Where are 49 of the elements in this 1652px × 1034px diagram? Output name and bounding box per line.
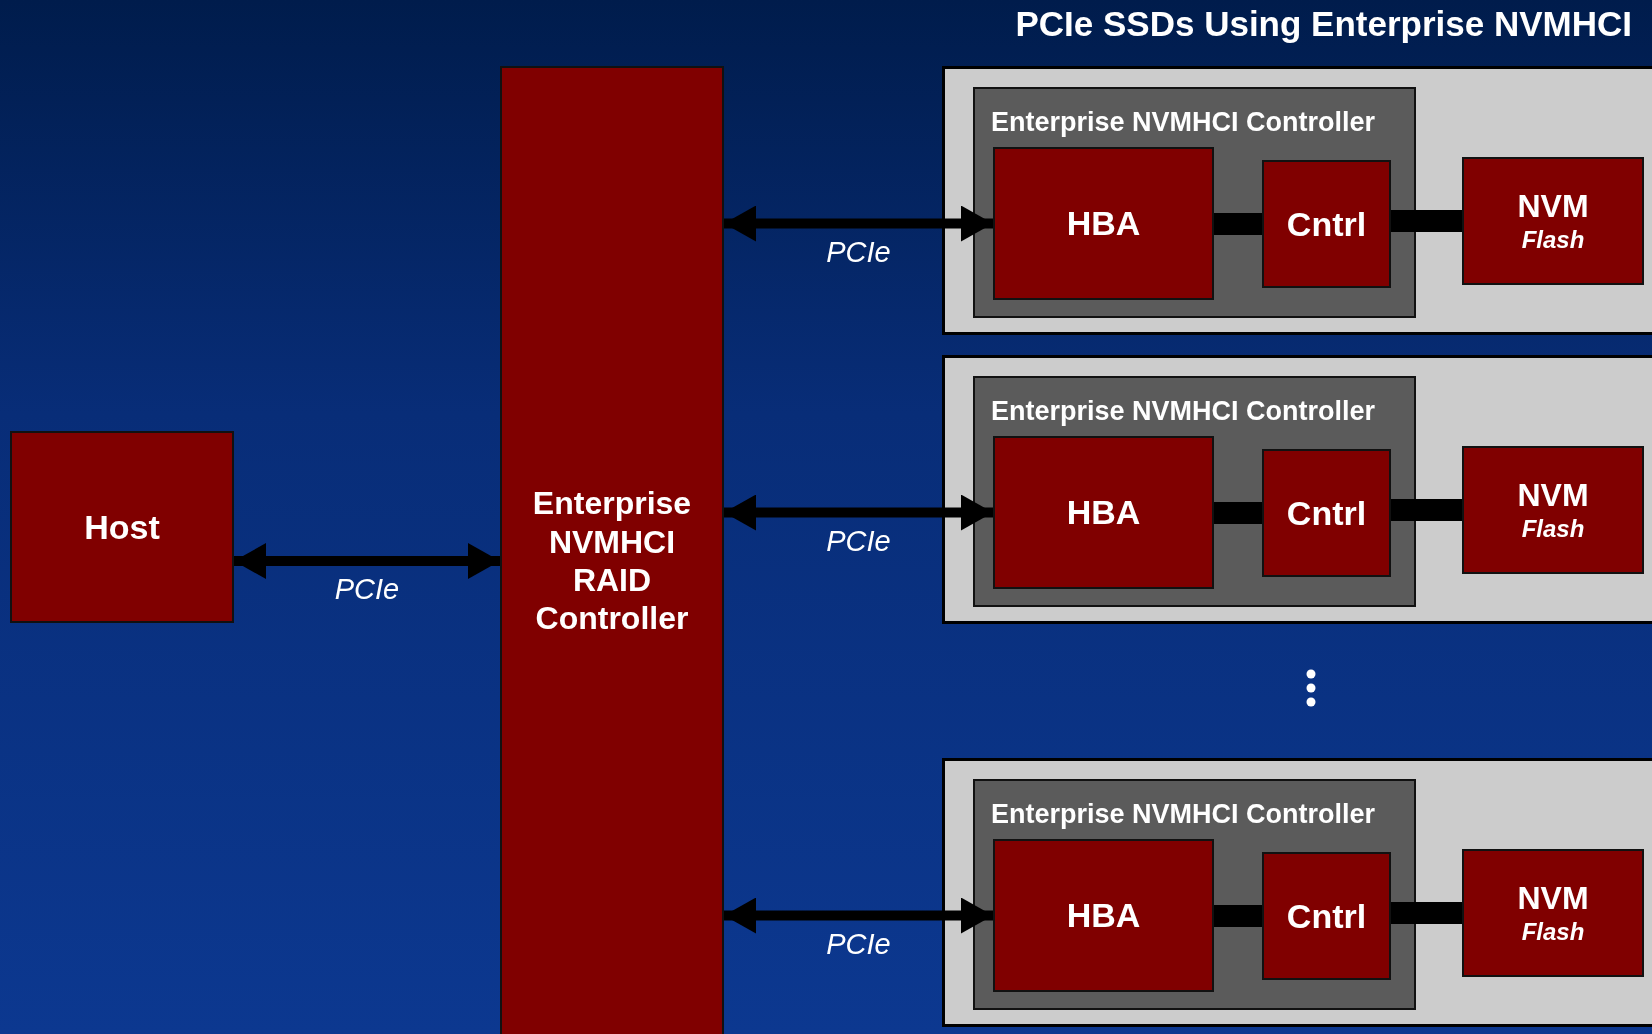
- box-sublabel: Flash: [1520, 225, 1586, 255]
- component-box: [1262, 160, 1391, 288]
- edge-label: PCIe: [826, 235, 891, 269]
- box-label: Host: [83, 506, 161, 548]
- component-box: [1262, 449, 1391, 577]
- box-sublabel: Flash: [1520, 514, 1586, 544]
- box-label: HBA: [1065, 203, 1142, 244]
- double-arrow: [234, 543, 500, 579]
- bus-connector: [1391, 210, 1462, 232]
- panel-heading: Enterprise NVMHCI Controller: [991, 396, 1376, 427]
- box-label: NVM: [1516, 476, 1590, 515]
- component-box: [993, 436, 1214, 589]
- component-box: [1462, 849, 1644, 977]
- box-label: Cntrl: [1285, 492, 1368, 534]
- bus-connector: [1391, 902, 1462, 924]
- edge-label: PCIe: [334, 573, 400, 606]
- box-sublabel: Flash: [1520, 917, 1586, 947]
- box-label: HBA: [1065, 895, 1142, 936]
- box-label: NVM: [1516, 879, 1590, 918]
- bus-connector: [1214, 502, 1262, 524]
- controller-panel: [973, 376, 1416, 607]
- edge-label: PCIe: [826, 927, 891, 961]
- bus-connector: [1391, 499, 1462, 521]
- component-box: [1462, 157, 1644, 285]
- ssd-card: [942, 355, 1652, 624]
- double-arrow: [724, 205, 993, 242]
- ssd-card: [942, 758, 1652, 1027]
- box-label: Cntrl: [1285, 203, 1368, 245]
- component-box: [993, 147, 1214, 300]
- bus-connector: [1214, 213, 1262, 235]
- component-box: [993, 839, 1214, 992]
- double-arrow: [724, 494, 993, 531]
- controller-panel: [973, 87, 1416, 318]
- box-label: NVM: [1516, 187, 1590, 226]
- controller-panel: [973, 779, 1416, 1010]
- panel-heading: Enterprise NVMHCI Controller: [991, 799, 1376, 830]
- ssd-card: [942, 66, 1652, 335]
- box-label: Cntrl: [1285, 895, 1368, 937]
- component-box: [1262, 852, 1391, 980]
- component-box: [1462, 446, 1644, 574]
- component-box: [500, 66, 724, 1034]
- bus-connector: [1214, 905, 1262, 927]
- box-label: Enterprise NVMHCI RAID Controller: [531, 484, 693, 638]
- diagram-title: PCIe SSDs Using Enterprise NVMHCI: [1015, 4, 1632, 44]
- edge-label: PCIe: [826, 524, 891, 558]
- box-label: HBA: [1065, 492, 1142, 533]
- panel-heading: Enterprise NVMHCI Controller: [991, 107, 1376, 138]
- component-box: [10, 431, 234, 623]
- double-arrow: [724, 897, 993, 934]
